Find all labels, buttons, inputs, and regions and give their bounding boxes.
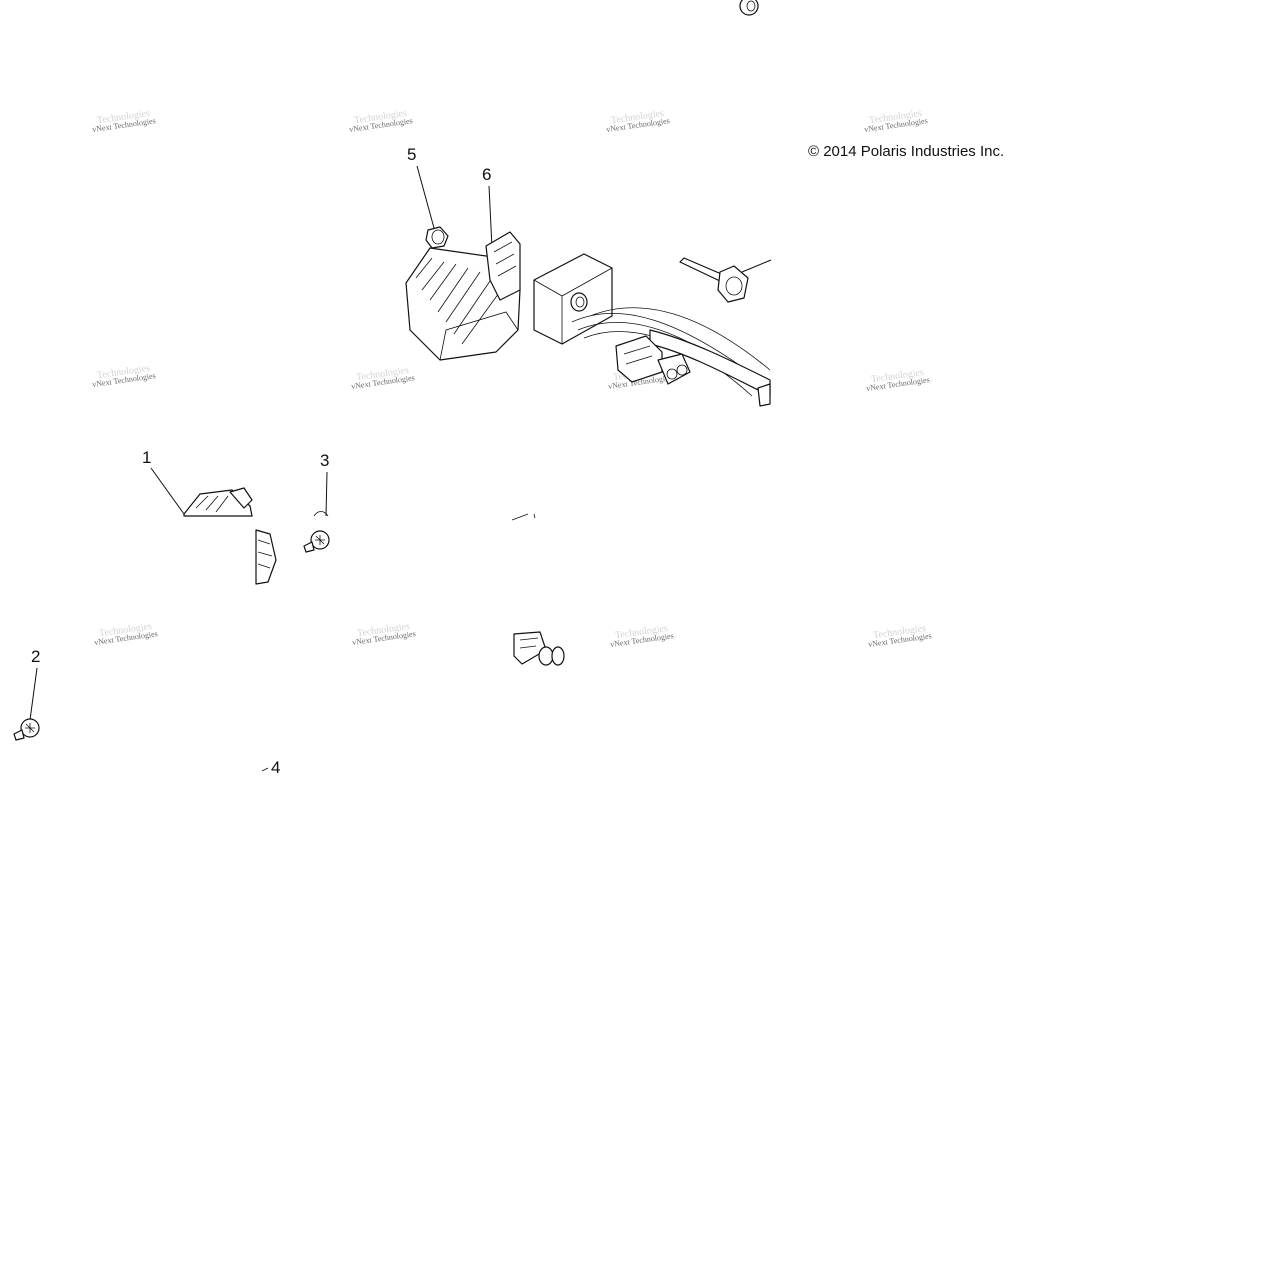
leader-fragment — [511, 513, 536, 521]
svg-text:4: 4 — [271, 758, 280, 777]
flange-bolt-icon — [679, 257, 772, 303]
svg-text:2: 2 — [31, 647, 40, 666]
watermark: Technologies vNext Technologies — [864, 108, 929, 134]
svg-text:1: 1 — [142, 448, 151, 467]
watermark: Technologies vNext Technologies — [866, 367, 931, 393]
watermark: Technologies vNext Technologies — [606, 108, 671, 134]
callout-2[interactable]: 2 — [29, 647, 40, 721]
screw-icon — [303, 511, 330, 553]
watermark: Technologies vNext Technologies — [351, 365, 416, 391]
watermark: Technologies vNext Technologies — [868, 623, 933, 649]
callout-1[interactable]: 1 — [142, 448, 185, 515]
control-module-icon — [533, 253, 771, 407]
flange-nut-icon — [425, 226, 449, 249]
watermark: Technologies vNext Technologies — [352, 621, 417, 647]
callout-3[interactable]: 3 — [320, 451, 329, 517]
svg-text:5: 5 — [407, 145, 416, 164]
callout-4[interactable]: 4 — [261, 758, 280, 777]
copyright-text: © 2014 Polaris Industries Inc. — [808, 143, 1004, 160]
regulator-fragment-icon — [183, 487, 277, 585]
svg-text:6: 6 — [482, 165, 491, 184]
watermark-group: Technologies vNext Technologies Technolo… — [92, 108, 933, 649]
watermark: Technologies vNext Technologies — [610, 623, 675, 649]
connector-icon — [513, 631, 565, 666]
watermark: Technologies vNext Technologies — [349, 108, 414, 134]
callout-5[interactable]: 5 — [407, 145, 435, 229]
watermark: Technologies vNext Technologies — [92, 108, 157, 134]
callout-6[interactable]: 6 — [482, 165, 493, 249]
svg-text:3: 3 — [320, 451, 329, 470]
screw-icon — [13, 718, 40, 741]
washer-icon — [739, 0, 759, 16]
regulator-rectifier-icon — [405, 231, 521, 361]
watermark: Technologies vNext Technologies — [92, 363, 157, 389]
watermark: Technologies vNext Technologies — [94, 621, 159, 647]
